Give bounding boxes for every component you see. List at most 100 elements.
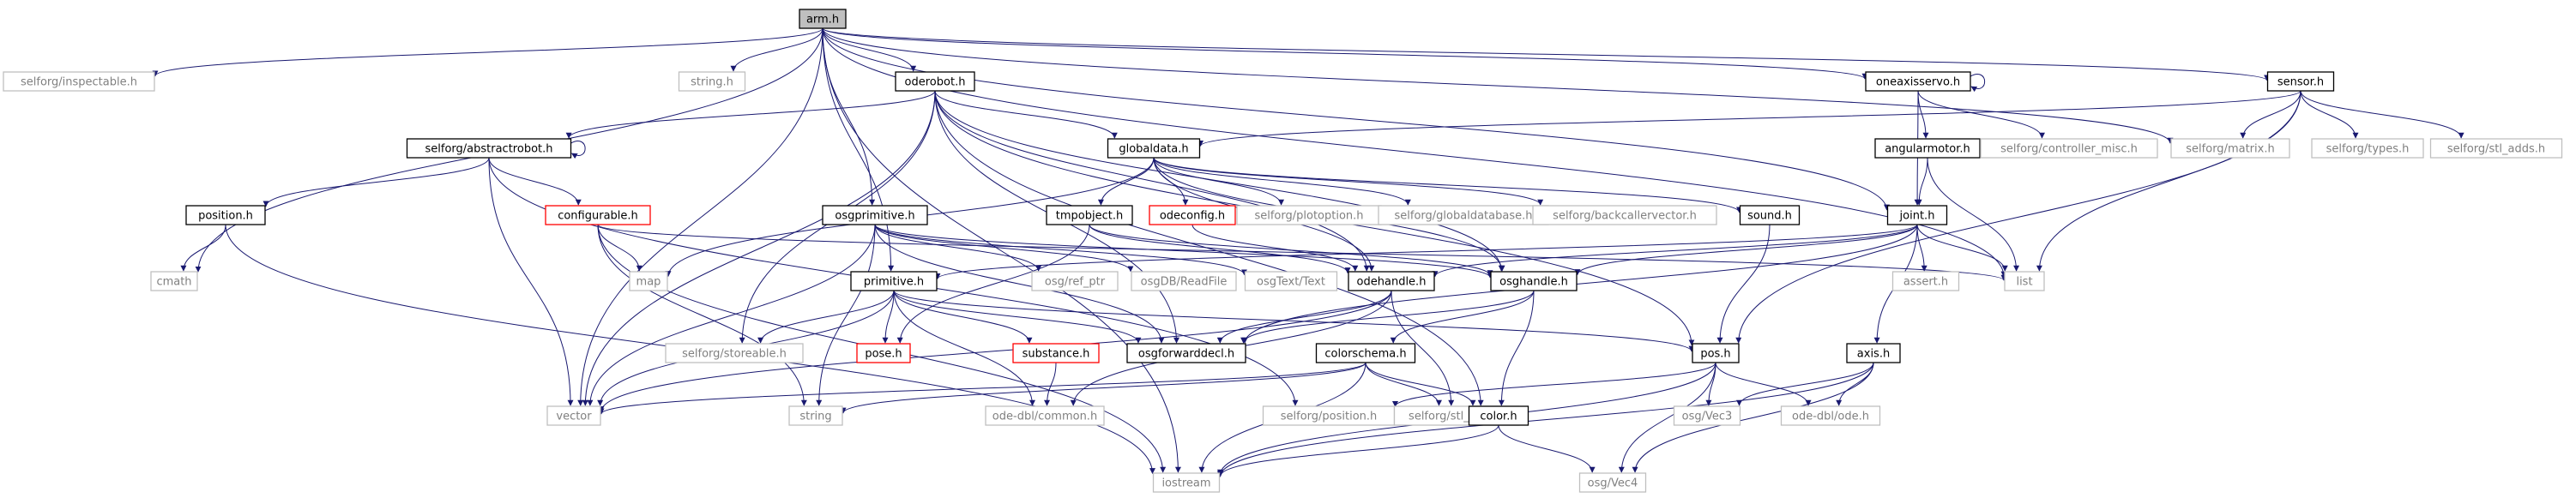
- include-edge: [1191, 224, 1359, 272]
- node-angularmotor[interactable]: angularmotor.h: [1874, 138, 1981, 159]
- node-abstractrobot[interactable]: selforg/abstractrobot.h: [406, 138, 572, 159]
- node-label: selforg/stl_adds.h: [2447, 143, 2545, 156]
- node-sound[interactable]: sound.h: [1739, 205, 1801, 225]
- node-label: selforg/storeable.h: [682, 348, 787, 361]
- node-label: oneaxisservo.h: [1876, 76, 1960, 89]
- include-edge: [152, 27, 823, 77]
- node-pose[interactable]: pose.h: [856, 343, 911, 363]
- node-label: substance.h: [1023, 348, 1090, 361]
- edge-oderobot-to-odehandle: [934, 90, 1370, 272]
- node-oneaxisservo[interactable]: oneaxisservo.h: [1865, 71, 1971, 92]
- node-position-h[interactable]: position.h: [185, 205, 266, 225]
- node-readfile: osgDB/ReadFile: [1131, 271, 1237, 291]
- include-edge: [2300, 90, 2464, 139]
- node-matrix: selforg/matrix.h: [2170, 138, 2290, 159]
- node-joint[interactable]: joint.h: [1886, 205, 1948, 225]
- node-odehandle[interactable]: odehandle.h: [1348, 271, 1435, 291]
- edge-abstractrobot-to-position-h: [262, 157, 490, 207]
- node-label: osgprimitive.h: [835, 210, 914, 223]
- node-label: oderobot.h: [905, 76, 966, 89]
- node-box: [1046, 205, 1133, 225]
- include-edge: [2240, 90, 2302, 139]
- include-edge: [893, 290, 1142, 344]
- include-edge: [934, 90, 1370, 272]
- node-osgtext: osgText/Text: [1244, 271, 1338, 291]
- include-edge: [1432, 224, 1918, 278]
- edge-color-to-iostream: [1217, 424, 1499, 477]
- node-primitive[interactable]: primitive.h: [850, 271, 938, 291]
- node-iostream: iostream: [1152, 472, 1221, 493]
- node-configurable[interactable]: configurable.h: [545, 205, 651, 225]
- node-sensor[interactable]: sensor.h: [2266, 71, 2335, 92]
- include-edge: [822, 27, 895, 272]
- node-box: [1532, 205, 1717, 225]
- edge-sound-to-pos: [1716, 224, 1771, 344]
- node-box: [3, 71, 155, 92]
- node-ref-ptr: osg/ref_ptr: [1031, 271, 1119, 291]
- node-label: map: [636, 276, 661, 289]
- node-arm[interactable]: arm.h: [799, 9, 847, 29]
- edge-osgprimitive-to-osgtext: [874, 224, 1247, 276]
- include-edge: [1365, 362, 1476, 406]
- node-osgprimitive[interactable]: osgprimitive.h: [822, 205, 928, 225]
- edge-arm-to-iostream: [822, 27, 1181, 473]
- edge-odehandle-to-vector: [598, 290, 1392, 412]
- node-label: iostream: [1161, 477, 1210, 490]
- node-box: [1673, 405, 1741, 426]
- edge-axis-to-iostream: [1217, 362, 1874, 477]
- edge-abstractrobot-to-abstractrobot: [570, 141, 586, 159]
- node-label: list: [2016, 276, 2032, 289]
- node-box: [629, 271, 668, 291]
- edge-configurable-to-map: [597, 224, 642, 272]
- node-storeable: selforg/storeable.h: [665, 343, 804, 363]
- include-edge: [1153, 157, 1544, 206]
- edge-joint-to-odehandle: [1432, 224, 1918, 278]
- include-edge: [1574, 224, 1918, 276]
- include-edge: [934, 90, 1505, 272]
- include-edge: [893, 290, 1036, 406]
- include-edge: [1097, 157, 1155, 206]
- node-osghandle[interactable]: osghandle.h: [1490, 271, 1578, 291]
- include-edge: [822, 27, 876, 206]
- include-edge: [1153, 157, 1285, 206]
- node-controller-misc: selforg/controller_misc.h: [1980, 138, 2158, 159]
- edge-arm-to-oderobot: [822, 27, 917, 72]
- edge-primitive-to-substance: [893, 290, 1033, 344]
- node-label: osg/Vec3: [1682, 411, 1733, 423]
- include-edge: [1498, 424, 1596, 473]
- node-box: [822, 205, 928, 225]
- edge-globaldata-to-tmpobject: [1097, 157, 1155, 206]
- node-odeconfig[interactable]: odeconfig.h: [1149, 205, 1236, 225]
- node-plotoption: selforg/plotoption.h: [1236, 205, 1382, 225]
- node-box: [1244, 271, 1338, 291]
- edge-angularmotor-to-joint: [1915, 157, 1928, 206]
- node-box: [1874, 138, 1981, 159]
- include-edge: [1153, 157, 1742, 213]
- include-edge: [1927, 157, 2020, 272]
- node-label: selforg/position.h: [1281, 411, 1378, 423]
- edge-osgprimitive-to-ref-ptr: [874, 224, 1042, 272]
- node-pos[interactable]: pos.h: [1692, 343, 1740, 363]
- edge-globaldata-to-globaldatabase: [1153, 157, 1411, 206]
- node-osgforwarddecl[interactable]: osgforwarddecl.h: [1126, 343, 1246, 363]
- node-color[interactable]: color.h: [1468, 405, 1529, 426]
- include-edge: [934, 224, 1918, 279]
- node-tmpobject[interactable]: tmpobject.h: [1046, 205, 1133, 225]
- node-colorschema[interactable]: colorschema.h: [1315, 343, 1416, 363]
- edge-joint-to-osghandle: [1574, 224, 1918, 276]
- node-string: string: [788, 405, 843, 426]
- node-oderobot[interactable]: oderobot.h: [895, 71, 975, 92]
- node-list: list: [2004, 271, 2045, 291]
- node-label: color.h: [1480, 411, 1517, 423]
- include-edge: [1716, 224, 1771, 344]
- node-box: [2311, 138, 2424, 159]
- edge-colorschema-to-string: [840, 362, 1366, 414]
- include-edge: [597, 224, 807, 406]
- edge-arm-to-sensor: [822, 27, 2270, 81]
- edge-arm-to-oneaxisservo: [822, 27, 1868, 80]
- node-substance[interactable]: substance.h: [1012, 343, 1100, 363]
- node-label: osgText/Text: [1257, 276, 1325, 289]
- node-globaldata[interactable]: globaldata.h: [1107, 138, 1201, 159]
- node-axis[interactable]: axis.h: [1846, 343, 1901, 363]
- node-map: map: [629, 271, 668, 291]
